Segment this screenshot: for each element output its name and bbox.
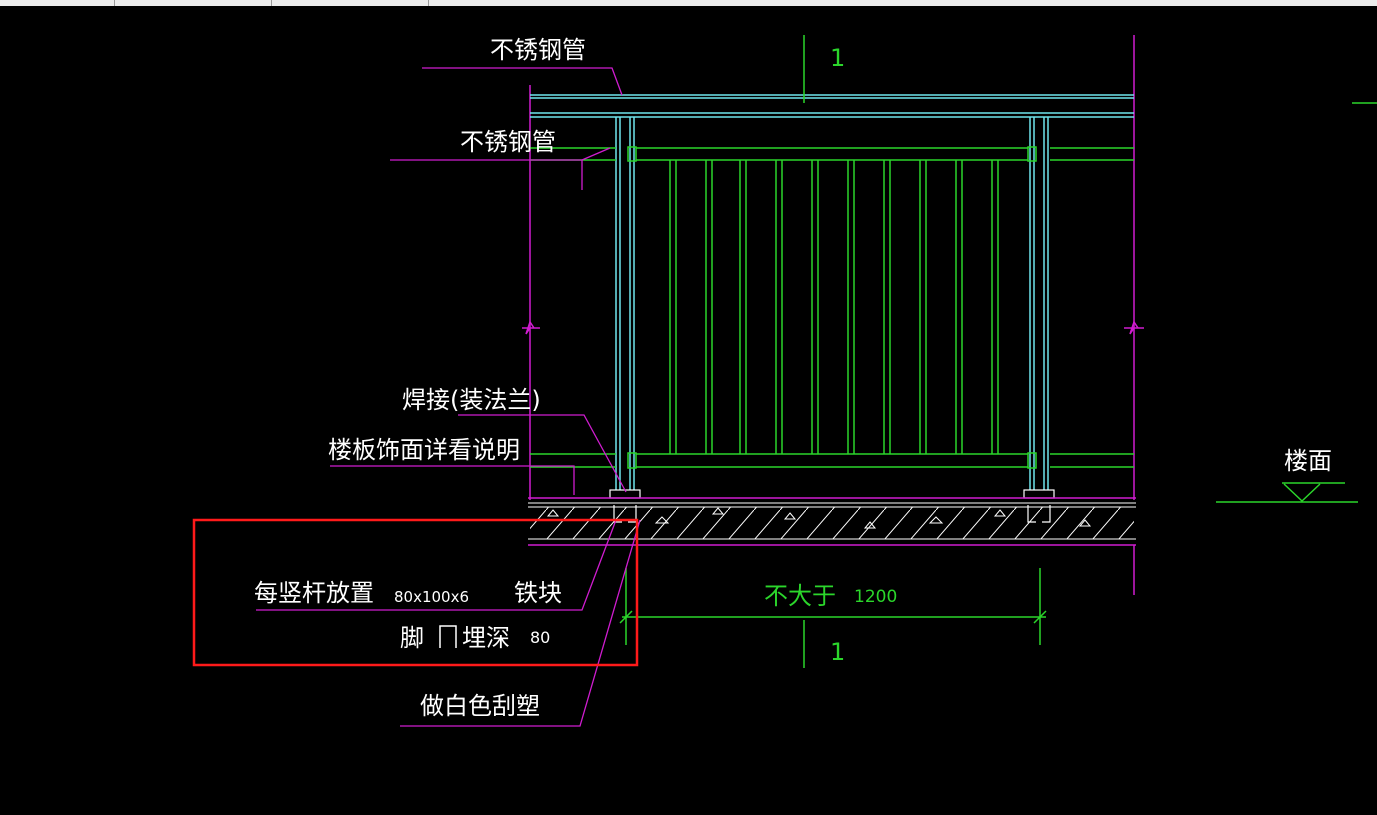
floor-slab [528, 497, 1136, 546]
spacing-value-label: 1200 [854, 587, 897, 607]
iron-block-size-label: 80x100x6 [394, 588, 469, 606]
toolbar-tab[interactable] [0, 0, 115, 6]
weld-label: 焊接(装法兰) [402, 386, 541, 414]
mid-pipe-label: 不锈钢管 [460, 128, 556, 156]
highlight-box[interactable] [192, 518, 639, 667]
anchor-label-a: 脚 [400, 624, 424, 652]
anchor-label-b: 埋深 [462, 624, 510, 652]
post-left [615, 117, 635, 490]
top-handrail [530, 94, 1134, 118]
rails [530, 146, 1134, 469]
balusters [669, 160, 999, 454]
toolbar-strip [0, 0, 1377, 6]
floor-finish-label: 楼板饰面详看说明 [328, 436, 520, 464]
top-pipe-label: 不锈钢管 [490, 36, 586, 64]
iron-block-label-a: 每竖杆放置 [254, 579, 374, 607]
dimension-line [619, 568, 1047, 645]
toolbar-tab[interactable] [272, 0, 429, 6]
anchor-depth-label: 80 [530, 628, 550, 647]
toolbar-tab[interactable] [115, 0, 272, 6]
post-right [1029, 117, 1049, 490]
anchor-bracket-glyph [439, 625, 457, 648]
max-spacing-label: 不大于 [764, 582, 836, 610]
section-mark-bottom: 1 [830, 638, 845, 666]
floor-level-label: 楼面 [1284, 447, 1332, 475]
floor-level-marker [1216, 102, 1377, 503]
iron-block-label-b: 铁块 [514, 579, 562, 607]
paint-label: 做白色刮塑 [420, 692, 540, 720]
section-mark-top: 1 [830, 44, 845, 72]
leader-lines [256, 67, 641, 727]
